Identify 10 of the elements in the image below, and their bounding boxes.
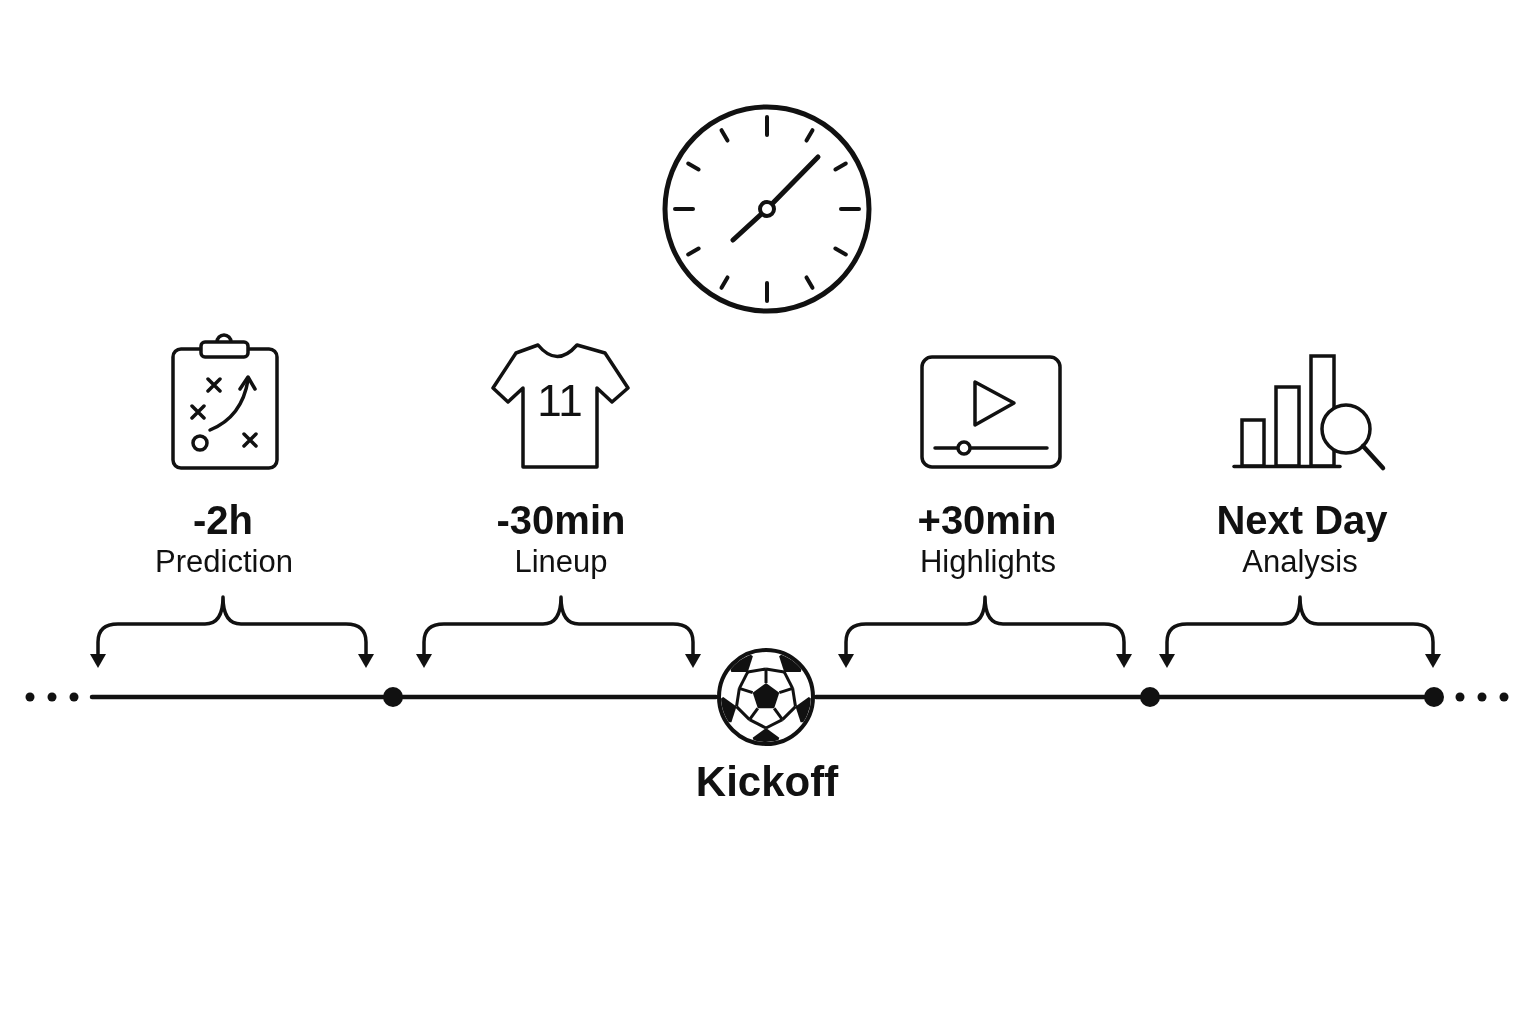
phase-label: Lineup bbox=[514, 546, 608, 577]
time-offset: -2h bbox=[193, 500, 253, 540]
milestone-label: Kickoff bbox=[695, 761, 839, 803]
jersey-number: 11 bbox=[537, 379, 583, 423]
phase-label: Analysis bbox=[1242, 546, 1358, 577]
time-offset: -30min bbox=[496, 500, 626, 540]
time-offset: Next Day bbox=[1216, 500, 1388, 540]
phase-label: Prediction bbox=[155, 546, 293, 577]
time-offset: +30min bbox=[917, 500, 1057, 540]
phase-label: Highlights bbox=[919, 546, 1057, 577]
